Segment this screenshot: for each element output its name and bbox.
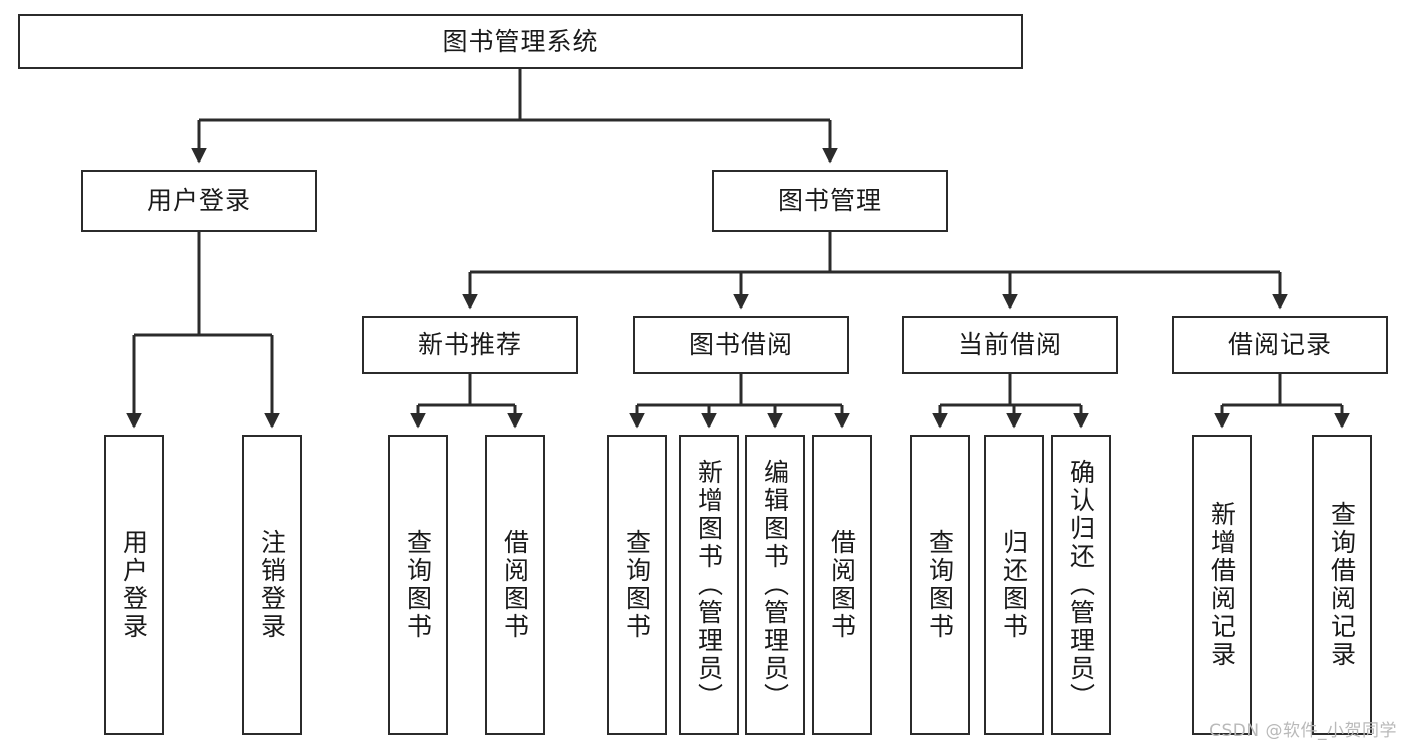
watermark: CSDN @软件_小贺同学 <box>1209 721 1397 741</box>
node-leaf-add-book-admin-label: 新增图书（管理员） <box>694 459 724 711</box>
node-new-book-recommend-label: 新书推荐 <box>417 330 522 360</box>
node-leaf-query-book-2-label: 查询图书 <box>622 529 652 641</box>
node-root[interactable]: 图书管理系统 <box>18 14 1023 69</box>
node-book-manage-label: 图书管理 <box>777 186 882 216</box>
node-leaf-query-book-3-label: 查询图书 <box>925 529 955 641</box>
node-leaf-user-login-label: 用户登录 <box>119 529 149 641</box>
node-leaf-borrow-book-1-label: 借阅图书 <box>500 529 530 641</box>
node-current-borrow[interactable]: 当前借阅 <box>902 316 1118 374</box>
node-leaf-query-book-2[interactable]: 查询图书 <box>607 435 667 735</box>
node-book-borrow[interactable]: 图书借阅 <box>633 316 849 374</box>
node-book-manage[interactable]: 图书管理 <box>712 170 948 232</box>
node-leaf-edit-book-admin-label: 编辑图书（管理员） <box>760 459 790 711</box>
node-new-book-recommend[interactable]: 新书推荐 <box>362 316 578 374</box>
node-leaf-user-logout[interactable]: 注销登录 <box>242 435 302 735</box>
node-leaf-query-borrow-record-label: 查询借阅记录 <box>1327 501 1357 669</box>
node-user-login[interactable]: 用户登录 <box>81 170 317 232</box>
node-leaf-return-book[interactable]: 归还图书 <box>984 435 1044 735</box>
node-leaf-add-borrow-record[interactable]: 新增借阅记录 <box>1192 435 1252 735</box>
node-leaf-borrow-book-2-label: 借阅图书 <box>827 529 857 641</box>
node-leaf-add-borrow-record-label: 新增借阅记录 <box>1207 501 1237 669</box>
node-root-label: 图书管理系统 <box>442 26 599 56</box>
node-leaf-query-book-3[interactable]: 查询图书 <box>910 435 970 735</box>
node-leaf-confirm-return-admin[interactable]: 确认归还（管理员） <box>1051 435 1111 735</box>
node-borrow-record-label: 借阅记录 <box>1227 330 1332 360</box>
node-leaf-confirm-return-admin-label: 确认归还（管理员） <box>1066 459 1096 711</box>
node-leaf-query-book-1-label: 查询图书 <box>403 529 433 641</box>
node-leaf-query-borrow-record[interactable]: 查询借阅记录 <box>1312 435 1372 735</box>
node-user-login-label: 用户登录 <box>146 186 251 216</box>
node-leaf-user-logout-label: 注销登录 <box>257 529 287 641</box>
node-book-borrow-label: 图书借阅 <box>688 330 793 360</box>
node-borrow-record[interactable]: 借阅记录 <box>1172 316 1388 374</box>
node-leaf-user-login[interactable]: 用户登录 <box>104 435 164 735</box>
node-leaf-borrow-book-1[interactable]: 借阅图书 <box>485 435 545 735</box>
node-current-borrow-label: 当前借阅 <box>957 330 1062 360</box>
node-leaf-return-book-label: 归还图书 <box>999 529 1029 641</box>
node-leaf-add-book-admin[interactable]: 新增图书（管理员） <box>679 435 739 735</box>
node-leaf-query-book-1[interactable]: 查询图书 <box>388 435 448 735</box>
node-leaf-borrow-book-2[interactable]: 借阅图书 <box>812 435 872 735</box>
node-leaf-edit-book-admin[interactable]: 编辑图书（管理员） <box>745 435 805 735</box>
